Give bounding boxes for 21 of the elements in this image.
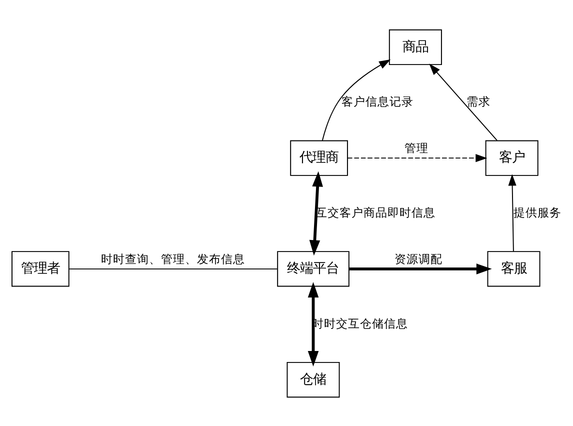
edge-label: 需求 — [466, 94, 491, 108]
node-box: 客服 — [487, 250, 540, 286]
arrow — [347, 154, 488, 162]
node-box: 商品 — [388, 28, 442, 65]
edge-label: 时时查询、管理、发布信息 — [101, 251, 246, 266]
edge-label: 客户信息记录 — [341, 94, 414, 108]
arrow — [309, 170, 323, 256]
node-box: 管理者 — [12, 250, 70, 286]
arrow — [508, 174, 516, 252]
node-box: 代理商 — [290, 140, 348, 176]
arrow — [322, 58, 391, 140]
connector — [68, 268, 278, 269]
arrow — [308, 282, 319, 366]
edge-label: 管理 — [404, 140, 429, 154]
node-box: 终端平台 — [277, 250, 350, 286]
edge-label: 资源调配 — [394, 251, 442, 266]
node-box: 仓储 — [286, 361, 340, 398]
arrow — [349, 263, 492, 274]
edge-label: 提供服务 — [513, 204, 562, 219]
node-box: 客户 — [485, 140, 538, 176]
arrow — [429, 63, 498, 140]
